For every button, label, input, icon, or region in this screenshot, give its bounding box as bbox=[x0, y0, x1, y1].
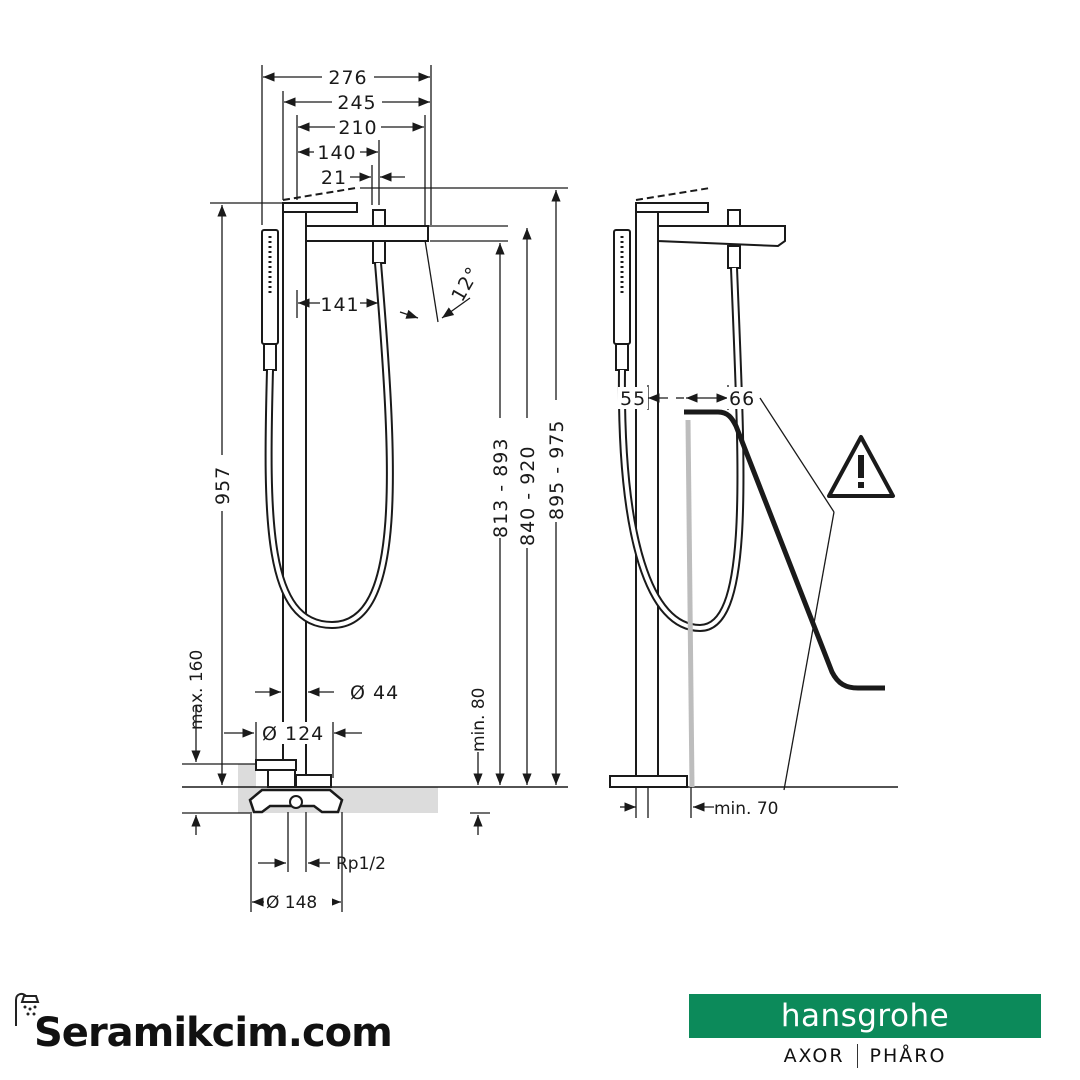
dim-diameter-44: Ø 44 bbox=[350, 682, 399, 704]
dimension-lines-front bbox=[182, 65, 568, 912]
dim-140: 140 bbox=[317, 142, 356, 164]
side-hand-shower-grip bbox=[615, 343, 629, 371]
dim-diameter-148: Ø 148 bbox=[266, 893, 317, 913]
dim-max-160: max. 160 bbox=[187, 650, 207, 730]
sub-brand-pharo: PHÅRO bbox=[869, 1045, 947, 1067]
dim-813-893: 813 - 893 bbox=[490, 438, 512, 538]
faucet-base bbox=[255, 759, 297, 771]
site-name: Seramikcim.com bbox=[34, 1010, 393, 1056]
inlet-circle bbox=[289, 795, 303, 809]
side-lever bbox=[635, 202, 709, 213]
dim-895-975: 895 - 975 bbox=[546, 420, 568, 520]
tub-rim bbox=[684, 409, 885, 691]
faucet-column bbox=[282, 209, 307, 779]
faucet-lever bbox=[282, 202, 358, 213]
shower-icon bbox=[15, 992, 40, 1026]
dim-245: 245 bbox=[337, 92, 376, 114]
hand-shower-grip bbox=[263, 343, 277, 371]
dim-21: 21 bbox=[321, 167, 347, 189]
dim-957: 957 bbox=[212, 466, 234, 505]
front-view bbox=[182, 187, 568, 814]
base-plate bbox=[295, 774, 332, 788]
dim-min-70: min. 70 bbox=[714, 799, 779, 819]
floor-top-section bbox=[238, 764, 256, 787]
faucet-base-lower bbox=[267, 769, 296, 788]
site-logo: Seramikcim.com bbox=[12, 990, 432, 1070]
dim-210: 210 bbox=[338, 117, 377, 139]
brand-block: hansgrohe AXOR PHÅRO bbox=[689, 994, 1041, 1068]
side-view bbox=[609, 187, 898, 788]
dim-840-920: 840 - 920 bbox=[517, 446, 539, 546]
faucet-spout bbox=[305, 225, 429, 242]
dimension-labels-front: 276 245 210 140 21 141 12° 957 max. 160 … bbox=[187, 66, 568, 913]
side-spout bbox=[657, 225, 786, 248]
warning-triangle-icon bbox=[827, 435, 895, 498]
dim-thread: Rp1/2 bbox=[336, 854, 386, 874]
dim-diameter-124: Ø 124 bbox=[262, 723, 324, 745]
tub-wall-inner bbox=[685, 419, 695, 788]
side-base-plate bbox=[609, 775, 688, 788]
dim-angle: 12° bbox=[447, 263, 484, 306]
sub-brand-divider bbox=[856, 1044, 858, 1068]
dim-66: 66 bbox=[729, 388, 755, 410]
hose-connector bbox=[372, 240, 386, 264]
dim-min-80: min. 80 bbox=[469, 688, 489, 753]
spout-stub bbox=[372, 209, 386, 227]
dimension-labels-side: 55 66 min. 70 bbox=[618, 387, 779, 819]
side-column bbox=[635, 209, 659, 777]
brand-name: hansgrohe bbox=[689, 994, 1041, 1038]
dim-55: 55 bbox=[620, 388, 646, 410]
side-hose-connector bbox=[727, 245, 741, 269]
sub-brand: AXOR PHÅRO bbox=[689, 1044, 1041, 1068]
dim-276: 276 bbox=[328, 67, 367, 89]
side-spout-stub bbox=[727, 209, 741, 227]
side-lever-dashed bbox=[635, 187, 711, 201]
lever-dashed bbox=[282, 187, 357, 201]
sub-brand-axor: AXOR bbox=[783, 1045, 845, 1067]
dim-141: 141 bbox=[320, 294, 359, 316]
